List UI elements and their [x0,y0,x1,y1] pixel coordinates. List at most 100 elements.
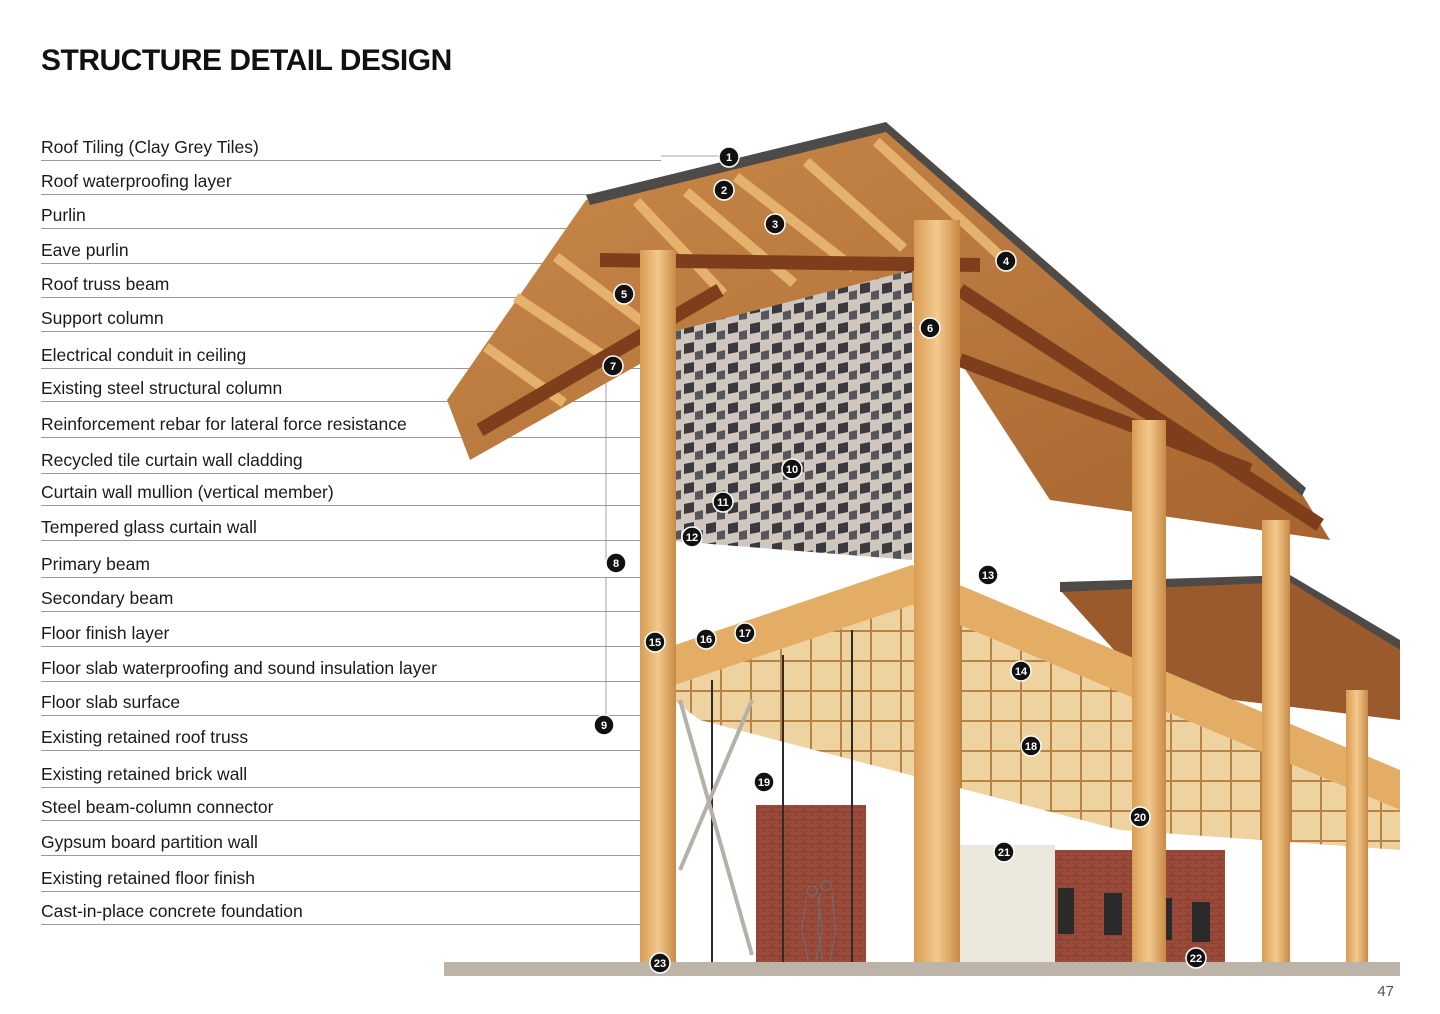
callout-number: 20 [1134,812,1146,824]
callout-number: 7 [610,361,616,373]
legend-item: Roof waterproofing layer [41,164,661,195]
legend-item: Electrical conduit in ceiling [41,338,661,369]
legend-label: Existing retained roof truss [41,727,249,747]
legend-item: Existing retained floor finish [41,861,661,892]
callout-badge: 8 [605,552,627,574]
callout-number: 10 [786,464,798,476]
legend-item: Existing steel structural column [41,371,661,402]
callout-number: 13 [982,570,994,582]
legend-label: Secondary beam [41,588,174,608]
callout-number: 6 [927,323,933,335]
callout-badge: 20 [1129,806,1151,828]
legend-item: Reinforcement rebar for lateral force re… [41,407,661,438]
callout-number: 21 [998,847,1010,859]
callout-badge: 5 [613,283,635,305]
legend-label: Cast-in-place concrete foundation [41,901,303,921]
windows [1058,888,1210,942]
legend-label: Recycled tile curtain wall cladding [41,450,303,470]
legend-label: Reinforcement rebar for lateral force re… [41,414,407,434]
callout-number: 19 [758,777,770,789]
legend-item: Existing retained brick wall [41,757,661,788]
callout-number: 18 [1025,741,1037,753]
ground-slab [444,962,1400,976]
legend-label: Gypsum board partition wall [41,832,258,852]
callout-badge: 23 [649,952,671,974]
callout-badge: 11 [712,491,734,513]
legend-label: Roof truss beam [41,274,170,294]
legend-label: Support column [41,308,164,328]
legend-item: Floor slab surface [41,685,661,716]
floor-slab [660,565,1400,810]
legend-item: Tempered glass curtain wall [41,510,661,541]
callout-number: 8 [613,558,619,570]
callout-badge: 6 [919,317,941,339]
legend-label: Floor finish layer [41,623,170,643]
legend-item: Curtain wall mullion (vertical member) [41,475,661,506]
legend-item: Gypsum board partition wall [41,825,661,856]
page-number: 47 [1377,983,1394,1000]
callout-number: 2 [721,185,727,197]
callout-number: 9 [601,720,607,732]
callout-badge: 2 [713,179,735,201]
floor-underside [660,605,1400,850]
legend-item: Existing retained roof truss [41,720,661,751]
cross-bracing [678,699,754,956]
rafters [483,137,1018,407]
callout-badge: 13 [977,564,999,586]
callout-badge: 4 [995,250,1017,272]
brick-wall-left [756,805,866,962]
callout-number: 3 [772,219,778,231]
callout-badge: 12 [681,526,703,548]
callout-badge: 21 [993,841,1015,863]
legend-label: Purlin [41,205,86,225]
legend-item: Support column [41,301,661,332]
callout-number: 11 [717,497,729,509]
callout-badge: 14 [1010,660,1032,682]
legend-label: Tempered glass curtain wall [41,517,257,537]
callout-number: 17 [739,628,751,640]
gypsum-wall [960,845,1055,962]
legend-item: Floor slab waterproofing and sound insul… [41,651,661,682]
legend-item: Floor finish layer [41,616,661,647]
callout-badge: 22 [1185,947,1207,969]
callout-badge: 18 [1020,735,1042,757]
callout-number: 14 [1015,666,1028,678]
legend-label: Roof waterproofing layer [41,171,232,191]
legend-label: Roof Tiling (Clay Grey Tiles) [41,137,259,157]
page-title: STRUCTURE DETAIL DESIGN [41,44,452,77]
callout-number: 5 [621,289,627,301]
callout-badge: 19 [753,771,775,793]
glass-mullions [711,630,853,962]
callout-number: 23 [654,958,666,970]
callout-badge: 16 [695,628,717,650]
callout-number: 4 [1003,256,1010,268]
callout-badge: 15 [644,631,666,653]
legend-label: Electrical conduit in ceiling [41,345,247,365]
legend-item: Roof Tiling (Clay Grey Tiles) [41,130,661,161]
legend-item: Recycled tile curtain wall cladding [41,443,661,474]
legend-label: Existing retained brick wall [41,764,248,784]
people-silhouettes [801,880,837,961]
legend-item: Secondary beam [41,581,661,612]
callout-badge: 10 [781,458,803,480]
legend-label: Floor slab surface [41,692,181,712]
legend-label: Existing retained floor finish [41,868,255,888]
callout-number: 12 [686,532,698,544]
legend-label: Eave purlin [41,240,129,260]
legend-item: Primary beam [41,547,661,578]
callout-number: 22 [1190,953,1202,965]
legend-label: Existing steel structural column [41,378,283,398]
legend-item: Purlin [41,198,661,229]
legend-label: Curtain wall mullion (vertical member) [41,482,334,502]
legend-item: Cast-in-place concrete foundation [41,894,661,925]
legend-label: Steel beam-column connector [41,797,274,817]
legend-label: Floor slab waterproofing and sound insul… [41,658,437,678]
legend-item: Roof truss beam [41,267,661,298]
tile-curtain-wall [660,270,912,560]
callout-badge: 1 [718,146,740,168]
callout-badge: 9 [593,714,615,736]
callout-badge: 17 [734,622,756,644]
legend-item: Eave purlin [41,233,661,264]
